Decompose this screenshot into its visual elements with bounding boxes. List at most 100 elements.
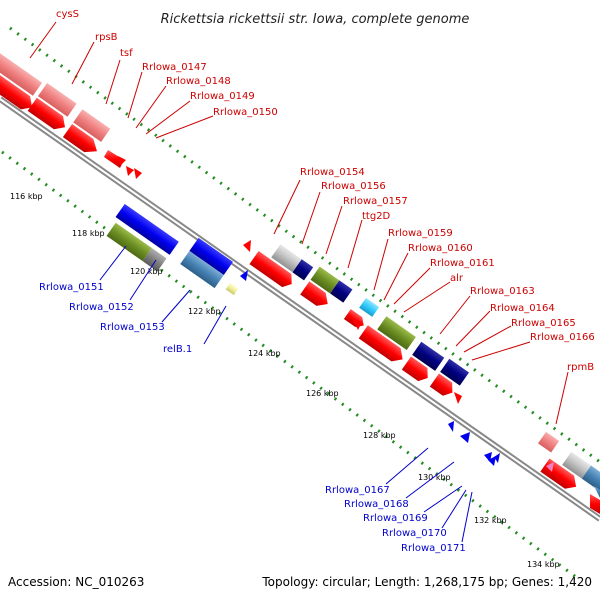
- gene-label-Rrlowa_0150[interactable]: Rrlowa_0150: [213, 107, 278, 118]
- gene-label-Rrlowa_0151[interactable]: Rrlowa_0151: [39, 282, 104, 293]
- gene-Rrlowa_0159[interactable]: [358, 311, 418, 366]
- gene-Rrlowa_0151-body: [115, 203, 179, 255]
- gene-cysS-arrow: [0, 61, 33, 110]
- tick-label: 122 kbp: [188, 307, 221, 316]
- gene-label-Rrlowa_0170[interactable]: Rrlowa_0170: [382, 528, 447, 539]
- gene-label-Rrlowa_0156[interactable]: Rrlowa_0156: [321, 181, 386, 192]
- gene-alr-arrow: [429, 373, 453, 396]
- gene-label-Rrlowa_0152[interactable]: Rrlowa_0152: [69, 302, 134, 313]
- gene-label-Rrlowa_0154[interactable]: Rrlowa_0154: [300, 167, 365, 178]
- gene-Rrlowa_0153-lower: [180, 250, 224, 289]
- gene-Rrlowa_0161[interactable]: [454, 392, 462, 404]
- tick-label: 120 kbp: [130, 267, 163, 276]
- gene-label-ttg2D[interactable]: ttg2D: [362, 211, 391, 222]
- gene-label-Rrlowa_0168[interactable]: Rrlowa_0168: [344, 499, 409, 510]
- leader-line: [135, 85, 167, 129]
- tick-label: 130 kbp: [418, 473, 451, 482]
- leader-line: [383, 252, 409, 301]
- gene-label-Rrlowa_0163[interactable]: Rrlowa_0163: [470, 286, 535, 297]
- leader-line: [105, 59, 121, 105]
- gene-cysS[interactable]: [0, 47, 47, 114]
- leader-line: [129, 259, 157, 301]
- leader-line: [463, 325, 512, 353]
- gene-Rrlowa_0154-tail: [292, 259, 314, 281]
- gene-label-Rrlowa_0161[interactable]: Rrlowa_0161: [430, 258, 495, 269]
- leader-line: [555, 371, 569, 425]
- leader-line: [439, 295, 471, 335]
- tick-label: 118 kbp: [72, 229, 105, 238]
- gene-label-Rrlowa_0159[interactable]: Rrlowa_0159: [388, 228, 453, 239]
- gene-relB.1[interactable]: [225, 282, 239, 296]
- leader-line: [161, 289, 191, 323]
- gene-ttg2D[interactable]: [352, 318, 362, 330]
- gene-label-Rrlowa_0166[interactable]: Rrlowa_0166: [530, 332, 595, 343]
- tick-label: 126 kbp: [306, 389, 339, 398]
- gene-label-Rrlowa_0171[interactable]: Rrlowa_0171: [401, 543, 466, 554]
- gene-alr[interactable]: [429, 358, 469, 401]
- leader-line: [403, 281, 451, 313]
- gene-label-relB.1[interactable]: relB.1: [163, 344, 192, 355]
- leader-line: [405, 461, 455, 499]
- gene-label-Rrlowa_0153[interactable]: Rrlowa_0153: [100, 322, 165, 333]
- gene-Rrlowa_0154-arrow: [249, 251, 292, 288]
- gene-cysS-body: [0, 47, 43, 96]
- gene-Rrlowa_0171[interactable]: [494, 453, 500, 463]
- gene-Rrlowa_0163-tail: [581, 465, 600, 493]
- gene-Rrlowa_0167[interactable]: [448, 421, 454, 432]
- gene-Rrlowa_0151[interactable]: [115, 203, 179, 255]
- tick-label: 116 kbp: [10, 192, 43, 201]
- gene-Rrlowa_0157[interactable]: [343, 294, 380, 331]
- gene-rpsB[interactable]: [27, 83, 80, 134]
- gene-label-tsf[interactable]: tsf: [120, 48, 133, 59]
- gene-Rrlowa_0166[interactable]: [594, 486, 600, 498]
- tick-label: 134 kbp: [527, 560, 560, 569]
- gene-label-Rrlowa_0157[interactable]: Rrlowa_0157: [343, 196, 408, 207]
- gene-label-Rrlowa_0167[interactable]: Rrlowa_0167: [325, 485, 390, 496]
- gene-relB.1-body: [225, 282, 239, 296]
- leader-line: [441, 489, 467, 529]
- gene-Rrlowa_0149[interactable]: [126, 166, 134, 176]
- leader-lines: [29, 21, 569, 543]
- gene-label-Rrlowa_0149[interactable]: Rrlowa_0149: [190, 91, 255, 102]
- gene-Rrlowa_0150[interactable]: [134, 168, 142, 179]
- leader-line: [385, 447, 429, 485]
- gene-label-Rrlowa_0165[interactable]: Rrlowa_0165: [511, 318, 576, 329]
- gene-rpmB-body: [538, 431, 560, 453]
- gene-label-Rrlowa_0169[interactable]: Rrlowa_0169: [363, 513, 428, 524]
- gene-Rrlowa_0165[interactable]: [590, 494, 600, 514]
- gene-label-alr[interactable]: alr: [450, 273, 464, 284]
- gene-label-cysS[interactable]: cysS: [56, 9, 79, 20]
- gene-Rrlowa_0152-tail: [142, 248, 167, 272]
- gene-Rrlowa_0156[interactable]: [300, 266, 353, 318]
- topology-label: Topology: circular; Length: 1,268,175 bp…: [261, 575, 592, 589]
- leader-line: [471, 341, 531, 361]
- gene-label-rpsB[interactable]: rpsB: [95, 32, 118, 43]
- gene-Rrlowa_0153[interactable]: [180, 237, 233, 289]
- gene-label-Rrlowa_0148[interactable]: Rrlowa_0148: [166, 76, 231, 87]
- gene-Rrlowa_0160[interactable]: [401, 341, 445, 386]
- gene-Rrlowa_0168[interactable]: [460, 432, 470, 443]
- gene-rpsB-arrow: [27, 97, 65, 130]
- gene-Rrlowa_0159-body: [377, 316, 416, 351]
- gene-Rrlowa_0152[interactable]: [106, 222, 167, 272]
- gene-Rrlowa_0147[interactable]: [104, 150, 124, 168]
- bottom-leader-lines: [99, 245, 473, 543]
- leader-line: [127, 71, 143, 119]
- gene-label-Rrlowa_0160[interactable]: Rrlowa_0160: [408, 243, 473, 254]
- gene-Rrlowa_0170[interactable]: [488, 456, 496, 466]
- leader-line: [155, 115, 214, 139]
- leader-line: [203, 305, 227, 345]
- leader-line: [99, 245, 127, 281]
- gene-rpmB[interactable]: [538, 431, 560, 453]
- leader-line: [145, 100, 191, 135]
- accession-label: Accession: NC_010263: [8, 575, 144, 589]
- gene-Rrlowa_0164[interactable]: [546, 462, 554, 472]
- gene-Rrlowa_0148[interactable]: [118, 156, 126, 166]
- gene-label-Rrlowa_0147[interactable]: Rrlowa_0147: [142, 62, 207, 73]
- gene-tsf[interactable]: [62, 109, 112, 157]
- reverse-strand-genes: [106, 203, 500, 466]
- gene-label-Rrlowa_0164[interactable]: Rrlowa_0164: [490, 303, 555, 314]
- gene-label-rpmB[interactable]: rpmB: [567, 362, 594, 373]
- gene-Rrlowa_0154[interactable]: [249, 236, 314, 295]
